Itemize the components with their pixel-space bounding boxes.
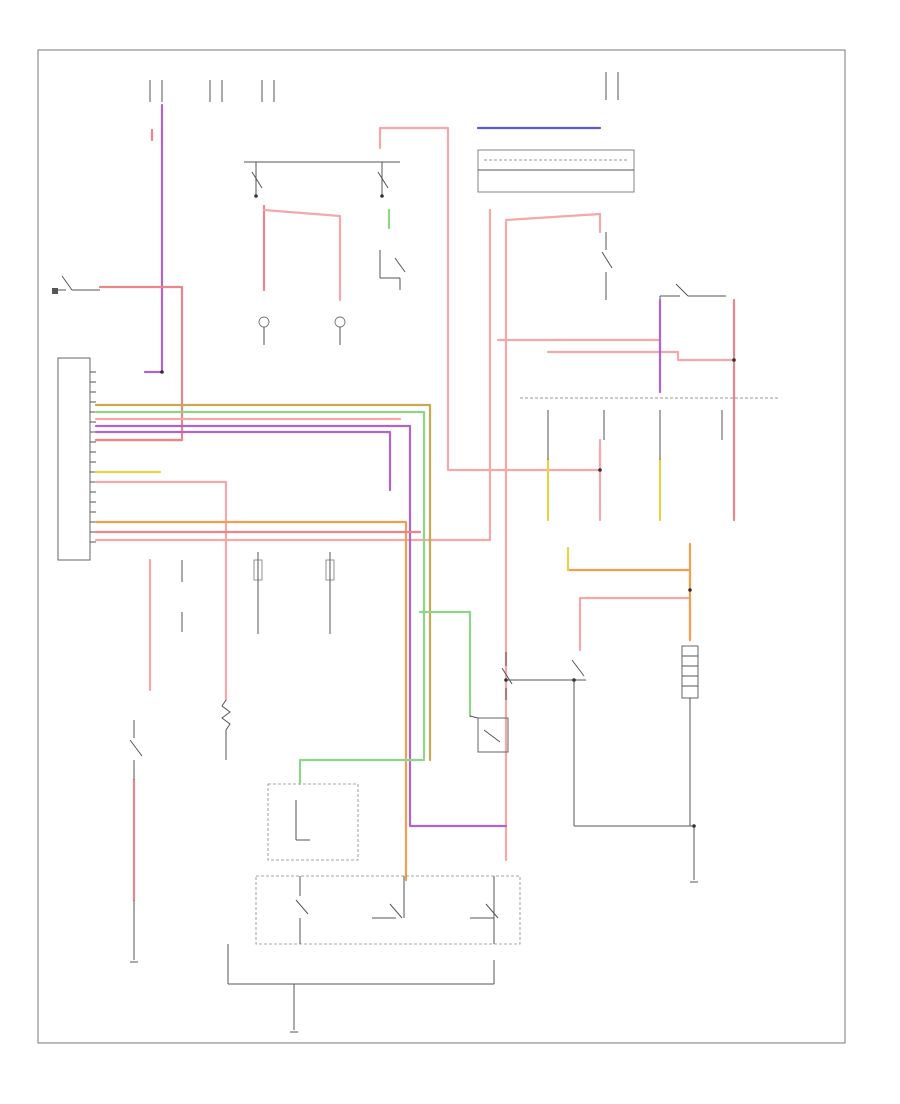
wire-olive-bus	[94, 403, 432, 762]
module-right-lower	[681, 645, 699, 883]
sensor-middle-2	[325, 552, 335, 634]
wire-pink-lamp-feed	[262, 208, 342, 302]
wire-violet-bus	[94, 424, 508, 828]
wire-green-bus	[94, 410, 426, 760]
switch-door-right	[601, 232, 613, 300]
wire-pink-right-2	[504, 212, 602, 234]
wire-red-hazard	[94, 285, 184, 442]
fuse-feed-group-top-left	[149, 72, 619, 102]
wire-violet-bus-2	[94, 430, 392, 492]
wire-violet-main	[143, 103, 164, 374]
switch-top-right	[659, 283, 726, 320]
junction-dots	[160, 358, 736, 828]
wire-pink-right-4	[546, 350, 736, 362]
wire-orange-bus	[94, 520, 408, 882]
hazard-switch	[52, 275, 100, 294]
combination-switch-box	[255, 875, 521, 945]
lamps-right	[546, 298, 723, 522]
lamp-left-1	[258, 316, 270, 345]
relay-center	[469, 715, 509, 753]
bottom-ground-bus	[227, 944, 495, 1033]
dimmer-module-box	[267, 758, 426, 861]
switch-center	[501, 652, 513, 700]
diagram-frame	[37, 49, 846, 1044]
wire-orange-right	[566, 568, 692, 592]
control-module-left	[57, 357, 96, 561]
resistor-left	[221, 699, 231, 760]
switch-brake-left	[129, 720, 143, 780]
sensor-middle-1	[253, 552, 263, 634]
relay-top-right	[477, 149, 635, 193]
lamp-left-2	[334, 316, 346, 345]
relay-contacts-lower	[379, 250, 406, 290]
ground-left-lower	[130, 900, 138, 963]
wire-pink-module-out	[94, 480, 228, 702]
wire-green-center	[418, 610, 472, 718]
switch-right-middle	[506, 659, 694, 827]
wire-pink-right-1	[94, 208, 492, 542]
wire-pink-right-3	[496, 338, 662, 352]
wire-pink-right-lower	[578, 596, 692, 652]
relay-contacts-upper	[244, 161, 400, 198]
